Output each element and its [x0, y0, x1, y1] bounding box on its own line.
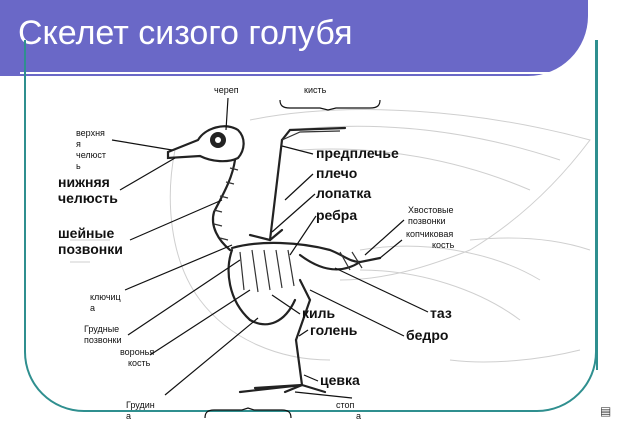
label-caudal-2: позвонки — [408, 216, 446, 226]
neck-vertebrae — [211, 158, 239, 252]
skull — [166, 125, 245, 163]
document-icon[interactable]: ▤ — [600, 404, 612, 418]
label-humerus: плечо — [316, 165, 357, 181]
pointer-lines — [111, 97, 429, 399]
label-upper-jaw-4: ь — [76, 161, 81, 171]
label-coracoid-1: воронья — [120, 347, 154, 357]
label-caudal-1: Хвостовые — [408, 205, 453, 215]
label-thoracic-1: Грудные — [84, 324, 119, 334]
label-hand: кисть — [304, 85, 327, 95]
label-keel: киль — [302, 305, 336, 321]
header-band — [0, 0, 588, 76]
label-upper-jaw-1: верхня — [76, 128, 105, 138]
label-lower-jaw-1: нижняя — [58, 174, 110, 190]
label-scapula: лопатка — [316, 185, 371, 201]
wing-bones — [248, 126, 347, 242]
label-coracoid-2: кость — [128, 358, 151, 368]
label-clavicle-2: а — [90, 303, 95, 313]
bird-outline — [70, 109, 591, 363]
label-sternum-2: а — [126, 411, 131, 421]
label-cervical-2: позвонки — [58, 241, 123, 257]
label-lower-jaw-2: челюсть — [58, 190, 118, 206]
label-upper-jaw-2: я — [76, 139, 81, 149]
label-forearm: предплечье — [316, 145, 399, 161]
label-clavicle-1: ключиц — [90, 292, 121, 302]
label-skull: череп — [214, 85, 239, 95]
header-divider — [20, 72, 550, 74]
label-pygostyle-2: кость — [432, 240, 455, 250]
frame-right-edge — [596, 40, 598, 370]
label-foot-1: стоп — [336, 400, 355, 410]
label-upper-jaw-3: челюст — [76, 150, 106, 160]
label-thoracic-2: позвонки — [84, 335, 122, 345]
label-tibia: голень — [310, 322, 358, 338]
label-sternum-1: Грудин — [126, 400, 155, 410]
brackets — [204, 99, 381, 419]
label-cervical-1: шейные — [58, 225, 114, 241]
leg-bones — [238, 278, 327, 394]
label-foot-2: а — [356, 411, 361, 421]
label-pygostyle-1: копчиковая — [406, 229, 453, 239]
label-pelvis: таз — [430, 305, 452, 321]
label-femur: бедро — [406, 327, 448, 343]
label-tarsus: цевка — [320, 372, 360, 388]
label-ribs: ребра — [316, 207, 357, 223]
